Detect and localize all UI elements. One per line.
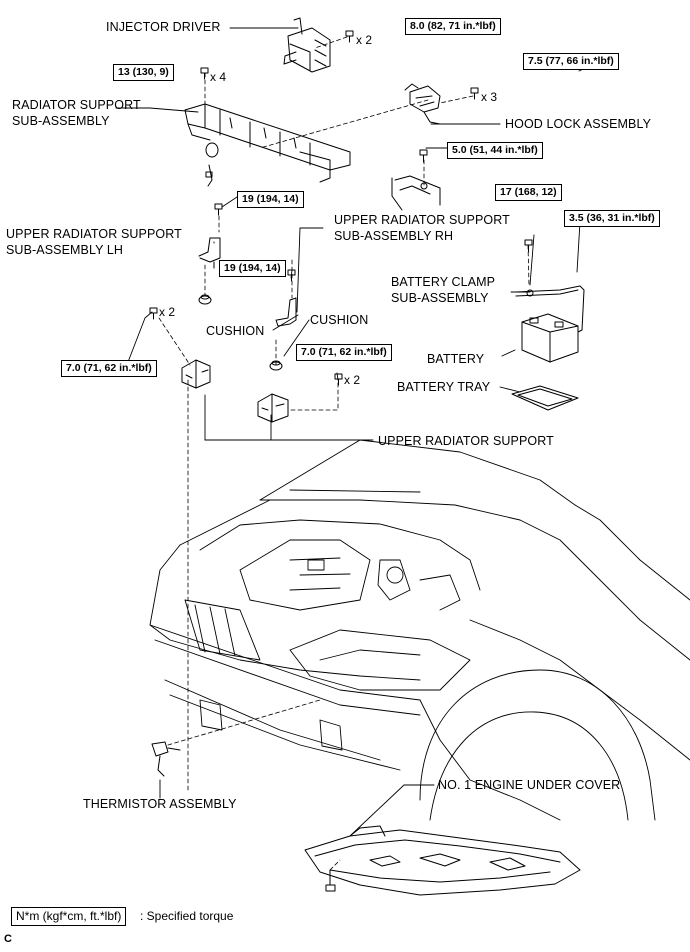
- alignment-lines: [158, 36, 530, 871]
- left-bracket-part: [181, 359, 211, 389]
- bolt-icon-rh: [287, 269, 296, 282]
- bolt-icon-radiator-support: [200, 67, 209, 80]
- label-upper-rh-line2: SUB-ASSEMBLY RH: [334, 229, 454, 243]
- bolt-icon-left-bracket: [149, 307, 158, 320]
- thermistor-part: [151, 741, 181, 777]
- torque-hood-lock-cable-bolt: 5.0 (51, 44 in.*lbf): [447, 142, 543, 159]
- label-thermistor: THERMISTOR ASSEMBLY: [83, 797, 237, 811]
- battery-clamp-part: [515, 285, 585, 333]
- bolt-icon-hood-lock: [470, 87, 479, 100]
- torque-battery-clamp-nut: 3.5 (36, 31 in.*lbf): [564, 210, 660, 227]
- torque-battery-clamp-bolt: 17 (168, 12): [495, 184, 562, 201]
- cushion-right-part: [269, 360, 283, 371]
- bolt-icon-battery-clamp: [524, 239, 533, 253]
- label-cushion-left: CUSHION: [206, 324, 265, 338]
- label-upper-lh-line1: UPPER RADIATOR SUPPORT: [6, 227, 182, 241]
- torque-hood-lock-bolt: 7.5 (77, 66 in.*lbf): [523, 53, 619, 70]
- upper-radiator-support-rh-part: [275, 297, 297, 327]
- legend-torque-unit: N*m (kgf*cm, ft.*lbf): [11, 907, 127, 926]
- right-bracket-part: [257, 393, 289, 423]
- hood-lock-bracket-part: [391, 175, 441, 211]
- label-battery-tray: BATTERY TRAY: [397, 380, 491, 394]
- label-battery-clamp-line1: BATTERY CLAMP: [391, 275, 496, 289]
- label-battery: BATTERY: [427, 352, 485, 366]
- bolt-icon-hood-cable: [419, 149, 428, 163]
- bolt-icon-injector: [345, 30, 354, 43]
- qty-hood-lock: x 3: [481, 90, 498, 104]
- injector-driver-part: [283, 17, 331, 73]
- bolt-icon-lh: [214, 203, 223, 216]
- label-upper-radiator-support: UPPER RADIATOR SUPPORT: [378, 434, 554, 448]
- qty-right-bracket: x 2: [344, 373, 361, 387]
- qty-radiator-support: x 4: [210, 70, 227, 84]
- torque-lh-bolt: 19 (194, 14): [237, 191, 304, 208]
- vehicle-front-part: [149, 439, 690, 821]
- torque-right-bracket-bolt: 7.0 (71, 62 in.*lbf): [296, 344, 392, 361]
- hood-lock-part: [404, 83, 441, 125]
- label-injector-driver: INJECTOR DRIVER: [106, 20, 221, 34]
- upper-radiator-support-lh-part: [198, 237, 221, 269]
- battery-part: [521, 313, 579, 363]
- qty-left-bracket: x 2: [159, 305, 176, 319]
- torque-radiator-support-bolt: 13 (130, 9): [113, 64, 174, 81]
- qty-injector: x 2: [356, 33, 373, 47]
- bolt-icon-under-cover: [325, 869, 336, 892]
- label-upper-lh-line2: SUB-ASSEMBLY LH: [6, 243, 124, 257]
- label-battery-clamp-line2: SUB-ASSEMBLY: [391, 291, 489, 305]
- torque-injector-bolt: 8.0 (82, 71 in.*lbf): [405, 18, 501, 35]
- label-hood-lock: HOOD LOCK ASSEMBLY: [505, 117, 652, 131]
- torque-left-bracket-bolt: 7.0 (71, 62 in.*lbf): [61, 360, 157, 377]
- bolt-icon-right-bracket: [334, 373, 343, 386]
- label-radiator-support-line1: RADIATOR SUPPORT: [12, 98, 141, 112]
- cushion-left-part: [198, 294, 212, 305]
- torque-rh-bolt: 19 (194, 14): [219, 260, 286, 277]
- legend-description: : Specified torque: [140, 909, 234, 923]
- battery-tray-part: [511, 385, 579, 411]
- engine-under-cover-part: [304, 825, 581, 896]
- label-upper-rh-line1: UPPER RADIATOR SUPPORT: [334, 213, 510, 227]
- label-cushion-right: CUSHION: [310, 313, 369, 327]
- radiator-support-part: [184, 103, 351, 187]
- label-radiator-support-line2: SUB-ASSEMBLY: [12, 114, 110, 128]
- label-engine-under-cover: NO. 1 ENGINE UNDER COVER: [438, 778, 621, 792]
- figure-code: C: [4, 933, 12, 945]
